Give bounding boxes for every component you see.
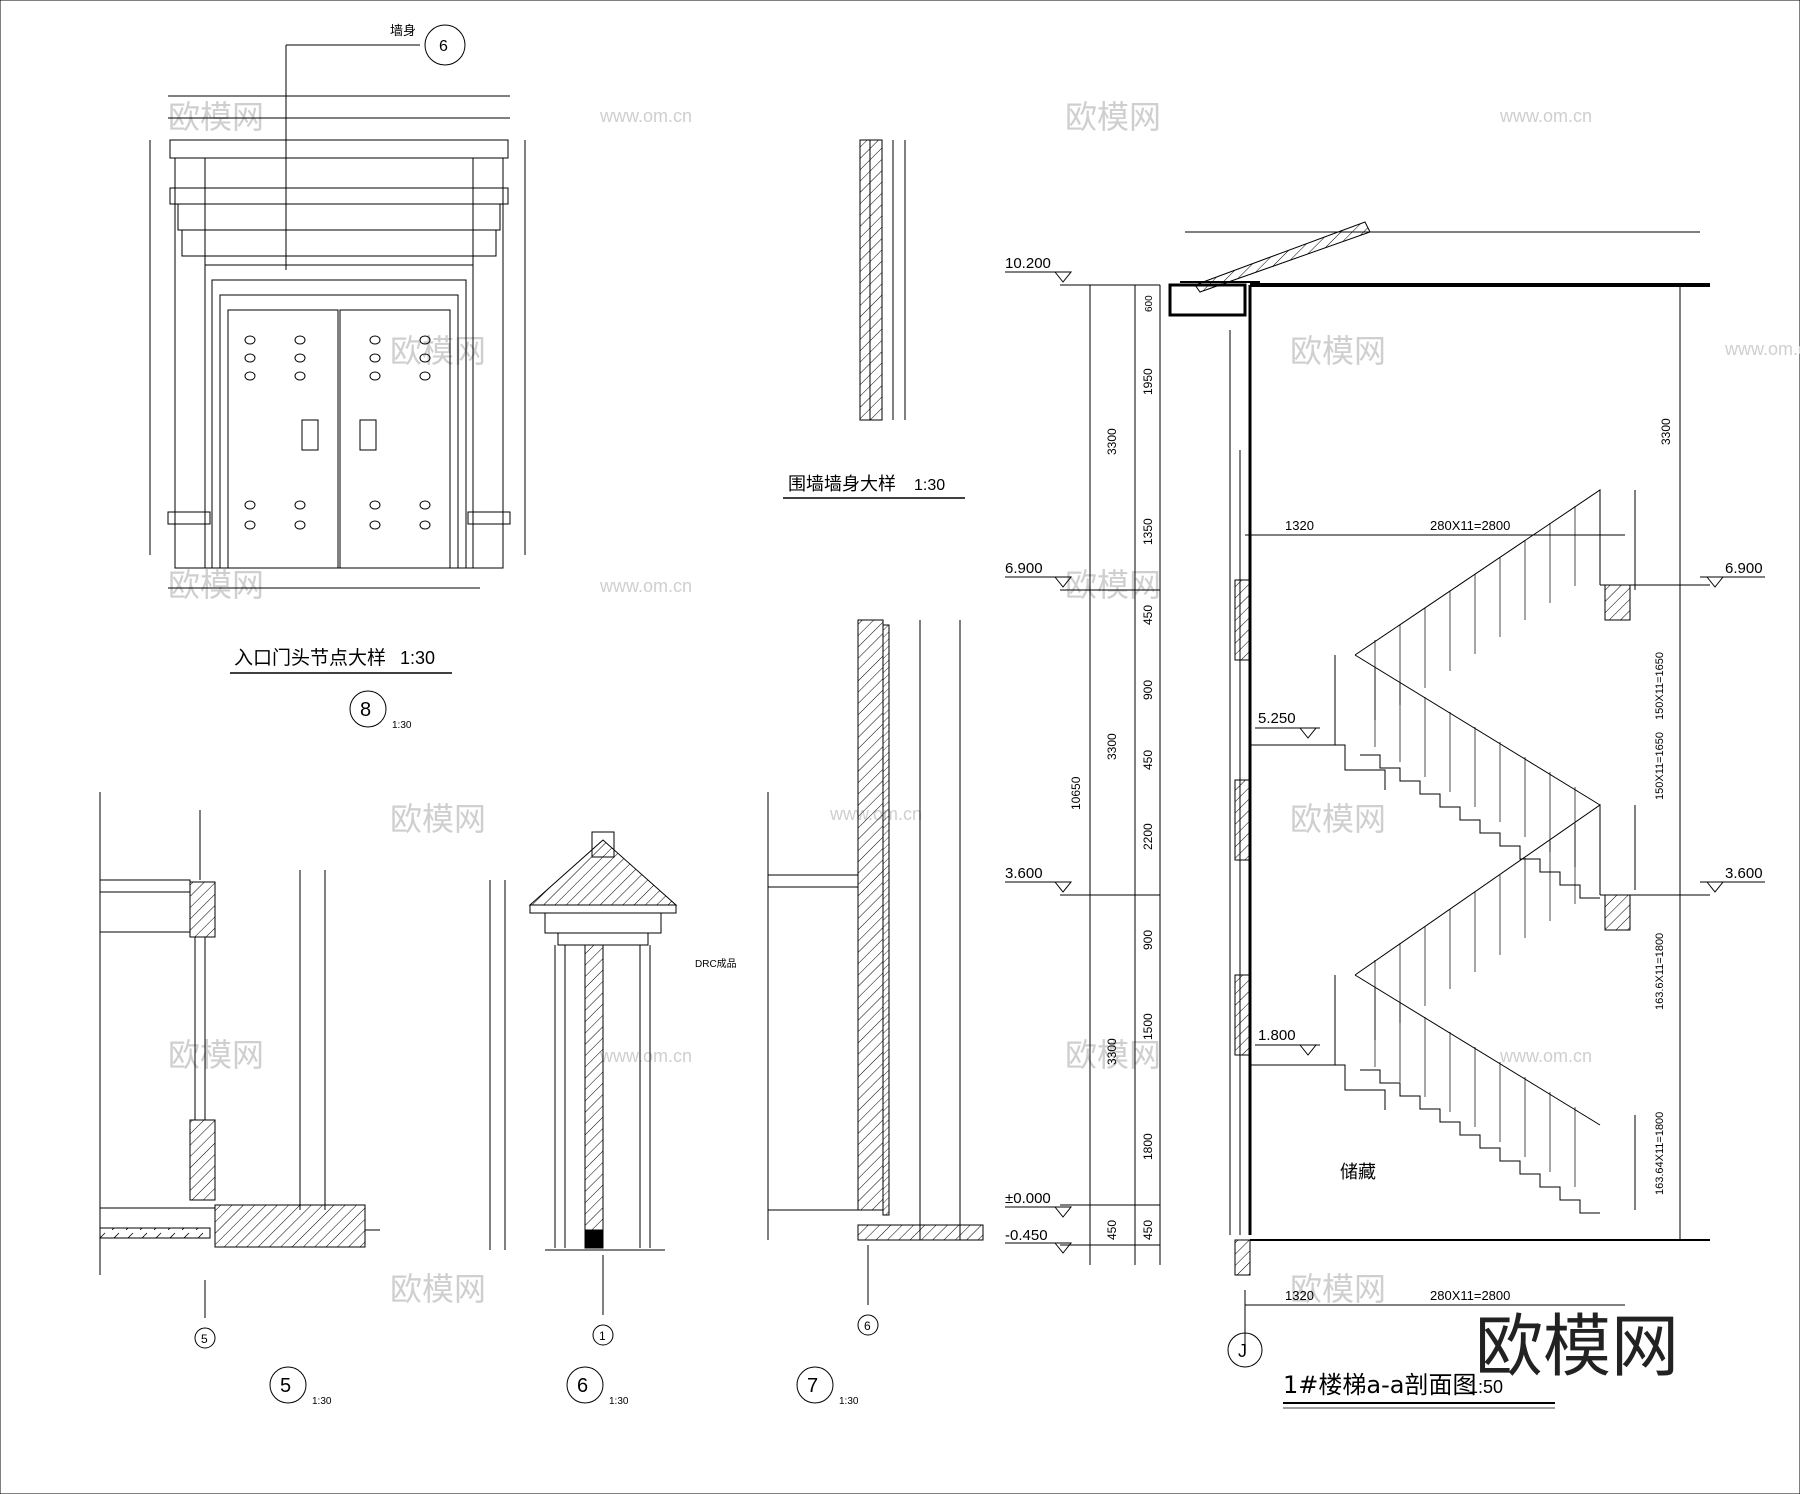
gate-detail-scale: 1:30 xyxy=(392,720,412,731)
bottom-dim-run: 280X11=2800 xyxy=(1430,1288,1510,1303)
inner-dim-10: 1800 xyxy=(1141,1133,1155,1160)
watermark-site: www.om.cn xyxy=(599,106,692,126)
gate-title: 入口门头节点大样 xyxy=(234,647,386,669)
dim-450: 450 xyxy=(1105,1220,1119,1240)
watermark-brand: 欧模网 xyxy=(1065,1036,1161,1074)
inner-dim-8: 900 xyxy=(1141,930,1155,950)
detail-6 xyxy=(489,831,678,1315)
brand-logo: 欧模网 xyxy=(1475,1308,1679,1387)
detail-7-axis: 6 xyxy=(864,1319,871,1333)
detail-5 xyxy=(99,792,380,1318)
level-10200: 10.200 xyxy=(1005,255,1051,272)
watermark-site: www.om.cn xyxy=(1499,1046,1592,1066)
top-dim-1320: 1320 xyxy=(1285,518,1314,533)
watermark-brand: 欧模网 xyxy=(1290,332,1386,370)
watermark-brand: 欧模网 xyxy=(1290,800,1386,838)
detail-5-axis: 5 xyxy=(201,1332,208,1346)
detail-5-number: 5 xyxy=(280,1375,291,1397)
watermark-brand: 欧模网 xyxy=(1065,566,1161,604)
stair-section xyxy=(1060,221,1710,1345)
watermark-site: www.om.cn xyxy=(1499,106,1592,126)
right-level-3600: 3.600 xyxy=(1725,865,1763,882)
callout-number: 6 xyxy=(439,38,448,55)
inner-dim-6: 450 xyxy=(1141,750,1155,770)
level-1800: 1.800 xyxy=(1258,1027,1296,1044)
gate-scale: 1:30 xyxy=(400,648,435,668)
balusters xyxy=(1374,506,1576,1187)
dim-3300-c: 3300 xyxy=(1105,1038,1119,1065)
detail-7-scale: 1:30 xyxy=(839,1396,859,1407)
flight-dim-1: 150X11=1650 xyxy=(1654,652,1666,720)
detail-6-scale: 1:30 xyxy=(609,1396,629,1407)
dim-overall: 10650 xyxy=(1069,776,1083,810)
inner-dim-2: 1950 xyxy=(1141,368,1155,395)
dim-3300-b: 3300 xyxy=(1105,733,1119,760)
watermarks: www.om.cn www.om.cn www.om.cn www.om.cn … xyxy=(168,98,1800,1308)
wall-detail-scale: 1:30 xyxy=(914,477,945,494)
watermark-brand: 欧模网 xyxy=(168,98,264,136)
inner-dim-7: 2200 xyxy=(1141,823,1155,850)
level-5250: 5.250 xyxy=(1258,710,1296,727)
watermark-site: www.om.cn xyxy=(1724,339,1800,359)
detail-6-axis: 1 xyxy=(599,1329,606,1343)
flight-dim-3: 163.6X11=1800 xyxy=(1654,933,1666,1010)
level-3600: 3.600 xyxy=(1005,865,1043,882)
watermark-site: www.om.cn xyxy=(599,1046,692,1066)
level-markers xyxy=(1005,271,1765,1254)
gate-detail-number: 8 xyxy=(360,699,371,721)
watermark-site: www.om.cn xyxy=(599,576,692,596)
watermark-brand: 欧模网 xyxy=(390,800,486,838)
watermark-brand: 欧模网 xyxy=(168,566,264,604)
watermark-brand: 欧模网 xyxy=(168,1036,264,1074)
level-0000: ±0.000 xyxy=(1005,1190,1051,1207)
room-storage: 储藏 xyxy=(1340,1162,1376,1183)
stair-title: 1#楼梯a-a剖面图 xyxy=(1283,1371,1476,1399)
wall-detail xyxy=(859,139,906,421)
inner-dim-1: 600 xyxy=(1144,295,1155,312)
top-dim-run: 280X11=2800 xyxy=(1430,518,1510,533)
stair-scale: 1:50 xyxy=(1468,1377,1503,1397)
detail-7-number: 7 xyxy=(807,1375,818,1397)
level-6900: 6.900 xyxy=(1005,560,1043,577)
wall-detail-title: 围墙墙身大样 xyxy=(788,474,896,495)
flight-dim-4: 163.64X11=1800 xyxy=(1654,1112,1666,1195)
gate-elevation xyxy=(149,44,526,589)
watermark-brand: 欧模网 xyxy=(390,1270,486,1308)
detail-5-scale: 1:30 xyxy=(312,1396,332,1407)
detail-7 xyxy=(767,619,984,1305)
right-dim-3300: 3300 xyxy=(1659,418,1673,445)
watermark-brand: 欧模网 xyxy=(1290,1270,1386,1308)
detail-6-note: DRC成品 xyxy=(695,958,737,970)
level-minus-0450: -0.450 xyxy=(1005,1227,1048,1244)
inner-dim-3: 1350 xyxy=(1141,518,1155,545)
dim-3300-a: 3300 xyxy=(1105,428,1119,455)
inner-dim-5: 900 xyxy=(1141,680,1155,700)
detail-6-number: 6 xyxy=(577,1375,588,1397)
watermark-brand: 欧模网 xyxy=(1065,98,1161,136)
inner-dim-4: 450 xyxy=(1141,605,1155,625)
bottom-dim-1320: 1320 xyxy=(1285,1288,1314,1303)
callout-circle xyxy=(424,24,466,66)
callout-label: 墙身 xyxy=(390,23,416,39)
inner-dim-11: 450 xyxy=(1141,1220,1155,1240)
flight-dim-2: 150X11=1650 xyxy=(1654,732,1666,800)
right-level-6900: 6.900 xyxy=(1725,560,1763,577)
door-studs xyxy=(244,335,431,530)
stair-axis: J xyxy=(1238,1341,1247,1361)
inner-dim-9: 1500 xyxy=(1141,1013,1155,1040)
watermark-brand: 欧模网 xyxy=(390,332,486,370)
